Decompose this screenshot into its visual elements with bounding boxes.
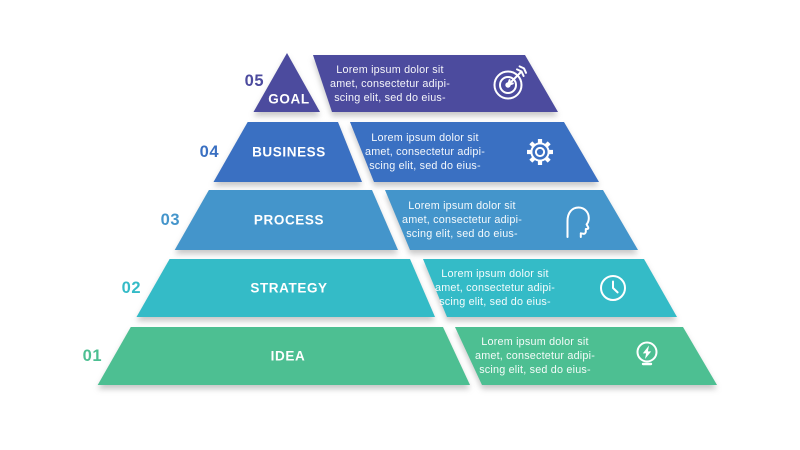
description-line: Lorem ipsum dolor sit [408, 200, 515, 212]
description-line: scing elit, sed do eius- [406, 228, 518, 240]
level-idea: 01 IDEA Lorem ipsum dolor sit amet, cons… [83, 327, 717, 385]
description-line: amet, consectetur adipi- [365, 146, 485, 158]
description-line: scing elit, sed do eius- [334, 92, 446, 104]
level-number: 02 [122, 279, 141, 297]
level-label: BUSINESS [252, 145, 326, 160]
pyramid-segment-strategy [136, 259, 435, 317]
description-box-goal [313, 55, 558, 112]
description-line: amet, consectetur adipi- [402, 214, 522, 226]
description-line: Lorem ipsum dolor sit [336, 64, 443, 76]
description-line: amet, consectetur adipi- [435, 282, 555, 294]
gear-icon [527, 139, 553, 165]
level-goal: 05 GOAL Lorem ipsum dolor sit amet, cons… [245, 53, 558, 112]
description-line: amet, consectetur adipi- [475, 350, 595, 362]
pyramid-segment-process [174, 190, 398, 250]
description-line: Lorem ipsum dolor sit [481, 336, 588, 348]
description-line: amet, consectetur adipi- [330, 78, 450, 90]
level-number: 01 [83, 347, 102, 365]
level-strategy: 02 STRATEGY Lorem ipsum dolor sit amet, … [122, 259, 677, 317]
pyramid-segment-goal [253, 53, 320, 112]
description-line: scing elit, sed do eius- [479, 364, 591, 376]
level-label: IDEA [271, 349, 306, 364]
level-process: 03 PROCESS Lorem ipsum dolor sit amet, c… [161, 190, 638, 250]
level-label: GOAL [268, 92, 309, 107]
description-box-business [350, 122, 599, 182]
description-line: Lorem ipsum dolor sit [371, 132, 478, 144]
pyramid-segment-business [213, 122, 362, 182]
description-line: Lorem ipsum dolor sit [441, 268, 548, 280]
description-box-idea [455, 327, 717, 385]
head-icon [566, 206, 590, 238]
pyramid-segment-idea [97, 327, 470, 385]
description-box-strategy [423, 259, 677, 317]
level-number: 03 [161, 211, 180, 229]
target-icon [493, 65, 527, 100]
description-line: scing elit, sed do eius- [369, 160, 481, 172]
lightbulb-icon [636, 341, 658, 366]
level-number: 05 [245, 72, 264, 90]
description-box-process [385, 190, 638, 250]
clock-icon [600, 275, 626, 301]
level-number: 04 [200, 143, 220, 161]
level-label: PROCESS [254, 213, 324, 228]
description-line: scing elit, sed do eius- [439, 296, 551, 308]
level-business: 04 BUSINESS Lorem ipsum dolor sit amet, … [200, 122, 599, 182]
level-label: STRATEGY [250, 281, 327, 296]
